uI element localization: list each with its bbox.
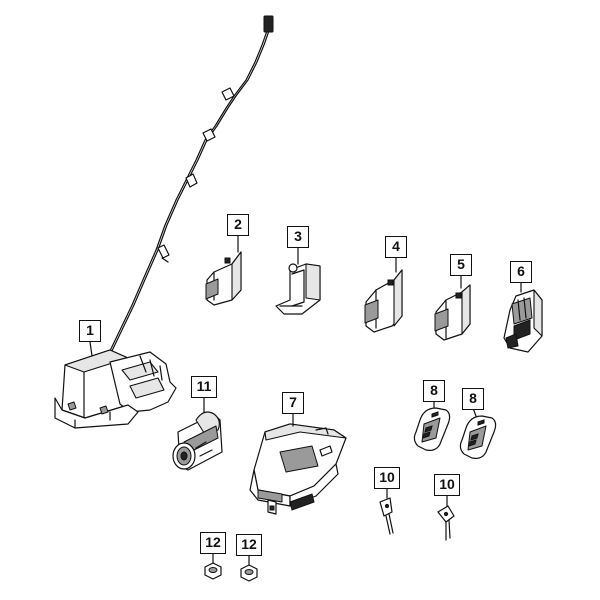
callout-7: 7 bbox=[282, 392, 304, 414]
callout-5: 5 bbox=[450, 254, 472, 276]
leader-lines bbox=[89, 235, 522, 566]
callout-8-left: 8 bbox=[423, 380, 445, 402]
callout-4: 4 bbox=[385, 236, 407, 258]
part-5-bracket bbox=[434, 284, 471, 341]
callout-10-left: 10 bbox=[374, 467, 400, 489]
callout-6: 6 bbox=[510, 261, 532, 283]
callout-8-right: 8 bbox=[462, 388, 484, 410]
part-10-key-blade-right bbox=[437, 505, 455, 541]
part-8-key-fob-left bbox=[413, 407, 451, 451]
part-6-connector-block bbox=[503, 289, 543, 353]
part-1-module-with-antenna bbox=[54, 15, 274, 429]
part-3-frame-bracket bbox=[275, 263, 321, 315]
part-4-bracket bbox=[364, 269, 403, 333]
callout-2: 2 bbox=[227, 214, 249, 236]
part-10-key-blade-left bbox=[379, 497, 394, 535]
callout-3: 3 bbox=[287, 226, 309, 248]
callout-10-right: 10 bbox=[434, 474, 460, 496]
callout-1: 1 bbox=[79, 320, 101, 342]
part-2-bracket bbox=[205, 251, 242, 306]
part-12-nut-left bbox=[204, 562, 222, 580]
callout-12-left: 12 bbox=[200, 532, 226, 554]
part-11-ignition-cylinder bbox=[172, 411, 223, 471]
callout-12-right: 12 bbox=[236, 534, 262, 556]
part-8-key-fob-right bbox=[459, 415, 497, 459]
callout-11: 11 bbox=[191, 376, 217, 398]
part-7-control-module bbox=[249, 423, 347, 515]
part-12-nut-right bbox=[240, 564, 258, 582]
